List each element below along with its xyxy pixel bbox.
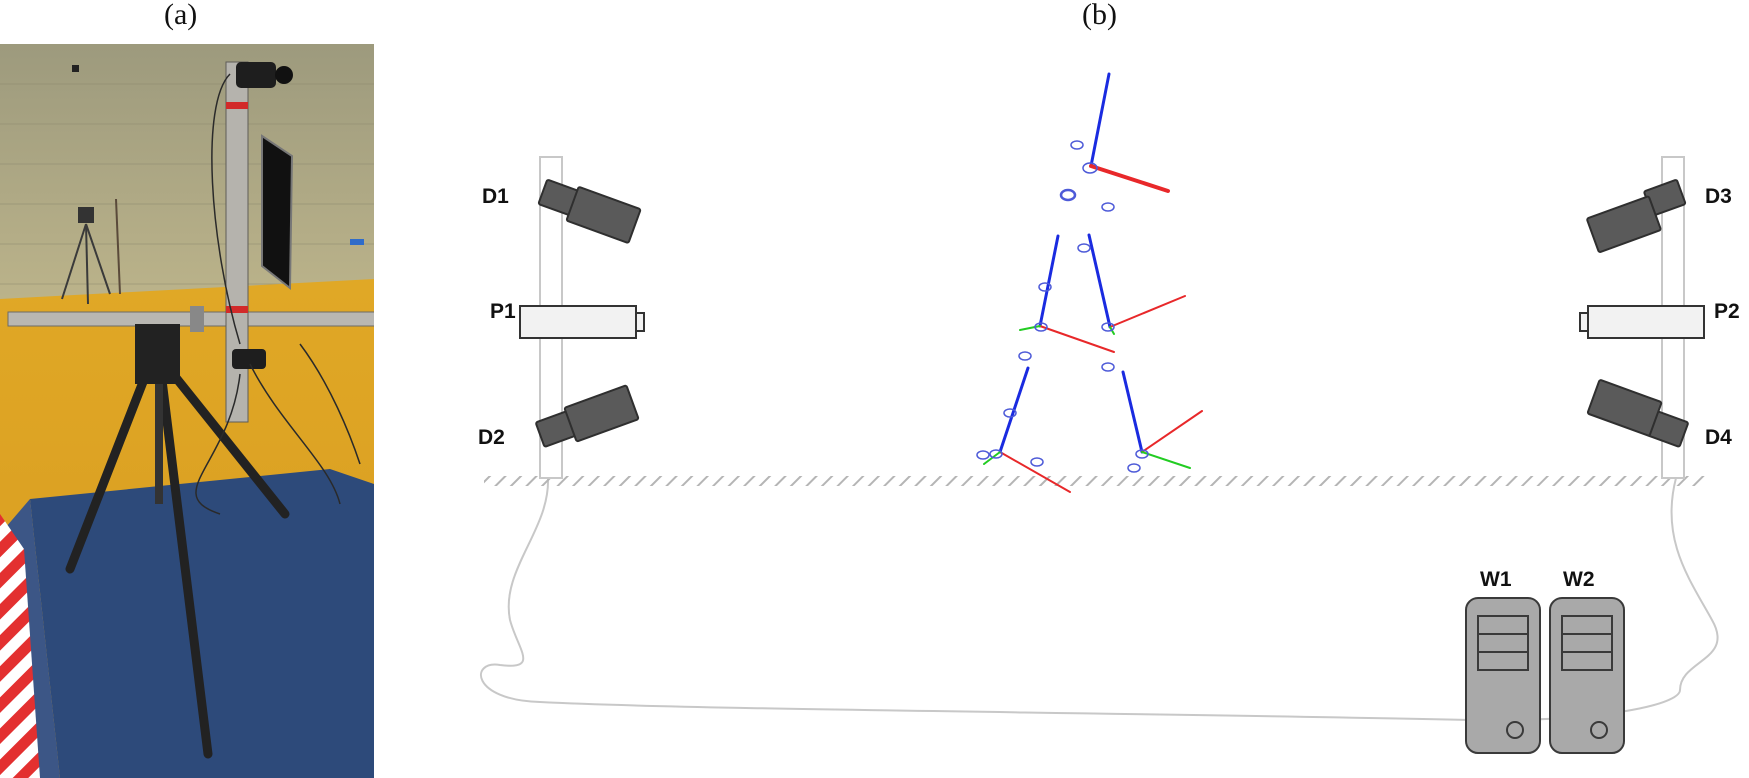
- label-d3: D3: [1705, 185, 1732, 208]
- depth-camera-d1: [537, 179, 642, 244]
- marker: [1101, 362, 1115, 372]
- photo-tablet: [261, 134, 294, 291]
- label-d4: D4: [1705, 426, 1732, 449]
- left-thigh: [1038, 234, 1060, 328]
- left-ankle-green: [983, 451, 1001, 465]
- label-w1: W1: [1480, 568, 1512, 591]
- marker: [976, 450, 990, 460]
- left-knee-green: [1019, 325, 1041, 331]
- depth-camera-d3: [1586, 179, 1687, 253]
- workstation-w2: [1549, 597, 1625, 754]
- marker: [1059, 188, 1077, 202]
- marker: [1018, 351, 1032, 361]
- panel-b-label: (b): [1082, 0, 1117, 31]
- depth-camera-d2: [535, 384, 640, 448]
- projector-p1: [519, 305, 645, 339]
- left-knee-red: [1039, 325, 1115, 353]
- setup-diagram: D1 P1 D2 D3 P2 D4 W1 W2: [478, 72, 1740, 754]
- marker: [989, 449, 1003, 459]
- marker: [1077, 243, 1091, 253]
- marker: [1101, 202, 1115, 212]
- marker: [1070, 140, 1084, 150]
- right-knee-red: [1109, 295, 1186, 328]
- marker: [1034, 322, 1048, 332]
- left-ankle-red: [999, 451, 1071, 493]
- skeleton: [983, 72, 1203, 493]
- pelvis-axis-red: [1089, 164, 1170, 193]
- tripod-photo: [0, 44, 374, 778]
- photo-wall: [0, 44, 374, 299]
- marker: [1030, 457, 1044, 467]
- spine-axis: [1089, 72, 1111, 168]
- markers: [976, 140, 1149, 473]
- label-d1: D1: [482, 185, 509, 208]
- workstation-w1: [1465, 597, 1541, 754]
- marker: [1082, 162, 1098, 174]
- right-thigh: [1087, 233, 1112, 329]
- depth-camera-d4: [1586, 379, 1689, 448]
- panel-a-label: (a): [164, 0, 198, 31]
- marker: [1101, 322, 1115, 332]
- cable-loop: [480, 477, 1719, 722]
- label-w2: W2: [1563, 568, 1595, 591]
- ground: [484, 476, 1706, 486]
- marker: [1135, 449, 1149, 459]
- photo-mast: [225, 61, 249, 423]
- label-p1: P1: [490, 300, 516, 323]
- marker: [1038, 282, 1052, 292]
- marker: [1127, 463, 1141, 473]
- projector-p2: [1579, 305, 1705, 339]
- label-p2: P2: [1714, 300, 1740, 323]
- right-ankle-red: [1141, 410, 1203, 453]
- right-shin: [1121, 370, 1144, 454]
- right-ankle-green: [1141, 451, 1191, 469]
- marker: [1003, 408, 1017, 418]
- photo-mat: [30, 469, 374, 778]
- label-d2: D2: [478, 426, 505, 449]
- photo-barrier-tape: [0, 514, 40, 778]
